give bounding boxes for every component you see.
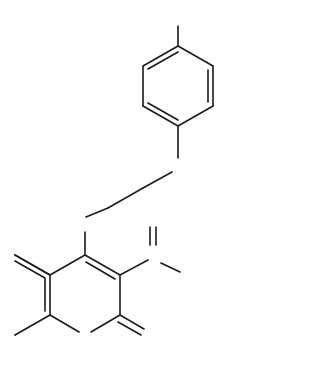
bond-layer xyxy=(14,25,214,336)
benzo-ring xyxy=(14,254,51,276)
bond-ring1-f xyxy=(142,45,179,67)
bond-nitro-o-right xyxy=(160,262,181,273)
bond-ring1-d xyxy=(142,105,179,127)
benzo-edge-1 xyxy=(14,254,51,276)
bond-o-ch2 xyxy=(142,171,173,189)
bond-c2-carbonyl xyxy=(119,314,145,330)
bond-ring1-c xyxy=(177,105,214,127)
bond-c3-nitro xyxy=(119,259,149,276)
bond-o1-c8a xyxy=(49,314,80,333)
bond-c8a-c8 xyxy=(14,314,51,336)
bond-c4-c4a xyxy=(49,254,86,276)
bond-benzo-a-inner xyxy=(14,260,46,279)
chemical-structure xyxy=(14,25,214,336)
bond-c2-carbonyl-inner xyxy=(117,321,142,336)
bond-c4-c3-inner xyxy=(85,261,116,280)
bond-ring1-a xyxy=(177,45,214,67)
bond-ch2-ch2 xyxy=(107,187,144,209)
bond-c4-c3 xyxy=(84,254,121,276)
bond-ch2-nh xyxy=(85,207,109,218)
bond-c2-o1 xyxy=(90,314,121,333)
bond-ring1-d-inner xyxy=(147,102,179,121)
bond-ring1-f-inner xyxy=(147,51,179,70)
